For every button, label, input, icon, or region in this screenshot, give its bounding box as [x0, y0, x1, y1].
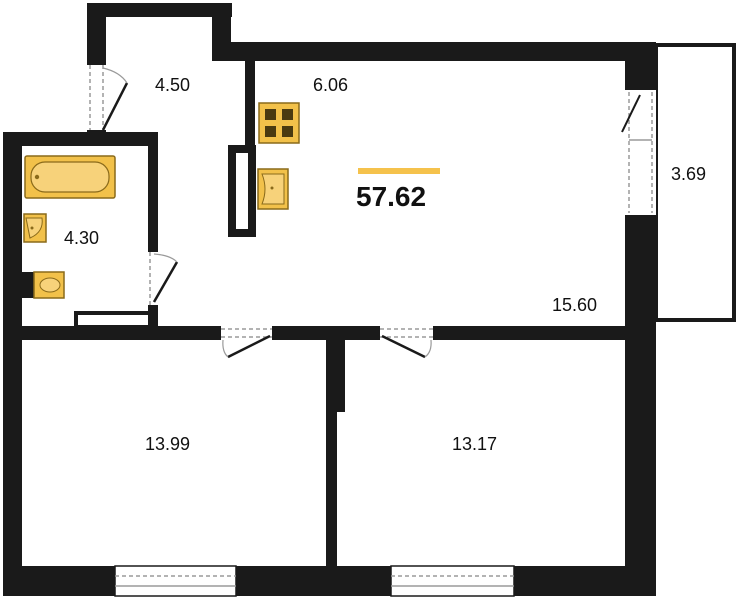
hall-area: 4.50	[155, 75, 191, 95]
wall-bath-top	[3, 132, 158, 146]
wall-bottom-1	[3, 566, 115, 596]
bath-shelf	[74, 311, 153, 329]
wall-right-lower	[625, 215, 656, 595]
balcony-area: 3.69	[671, 164, 707, 184]
wall-hall-top	[87, 3, 232, 17]
wall-top	[212, 42, 656, 61]
balcony-door-opening	[625, 90, 656, 215]
bedroom-left-area: 13.99	[145, 434, 191, 454]
window-right	[390, 565, 515, 597]
total-area: 57.62	[356, 181, 427, 212]
wall-right-upper	[625, 42, 656, 90]
wall-hall-left-upper	[87, 3, 106, 65]
wall-bottom-2	[236, 566, 391, 596]
bathroom-sink-icon	[23, 213, 47, 243]
bedroom-right-door	[380, 328, 433, 359]
bathroom-area: 4.30	[64, 228, 100, 248]
bathtub-icon	[24, 155, 116, 199]
wall-bedroom-divider	[326, 326, 337, 595]
wall-mid-right	[433, 326, 655, 340]
toilet-icon	[22, 271, 65, 299]
entrance-door	[87, 65, 129, 131]
wall-left	[3, 132, 22, 595]
window-left	[114, 565, 237, 597]
stove-icon	[258, 102, 300, 144]
living-area: 15.60	[552, 295, 598, 315]
walls	[3, 3, 656, 596]
wall-bottom-3	[514, 566, 656, 596]
total-area-accent-bar	[358, 168, 440, 174]
balcony-door-leaf	[621, 94, 641, 133]
kitchen-column-inner	[236, 153, 248, 229]
wall-mid-left	[3, 326, 221, 340]
bathroom-door	[149, 252, 179, 305]
kitchen-sink-icon	[257, 168, 289, 210]
bedroom-left-door	[221, 328, 272, 359]
bedroom-right-area: 13.17	[452, 434, 498, 454]
wall-bath-right	[148, 132, 158, 252]
wall-bedroom-divider-stub	[337, 340, 345, 412]
kitchen-area: 6.06	[313, 75, 349, 95]
wall-hall-kitchen	[245, 61, 255, 151]
